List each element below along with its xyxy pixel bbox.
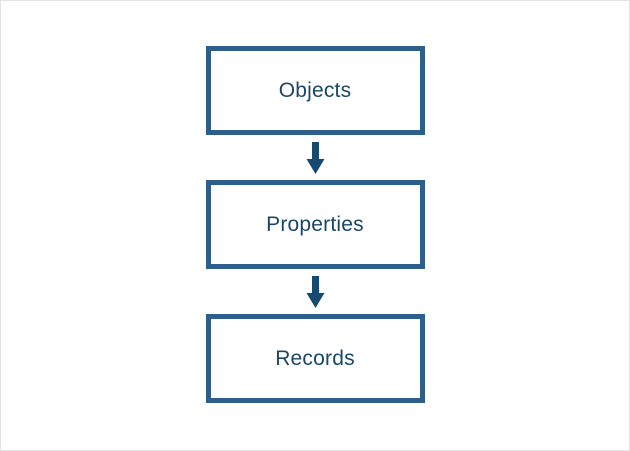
- down-arrow-icon: [306, 141, 324, 174]
- connector-properties-records: [306, 269, 325, 314]
- node-label-objects: Objects: [278, 79, 352, 102]
- down-arrow-icon: [306, 275, 324, 308]
- flowchart-node-objects: Objects: [205, 46, 425, 135]
- flowchart-node-properties: Properties: [205, 180, 425, 269]
- node-label-records: Records: [275, 347, 355, 370]
- node-label-properties: Properties: [266, 213, 364, 236]
- connector-objects-properties: [306, 135, 325, 180]
- flowchart-node-records: Records: [205, 314, 425, 403]
